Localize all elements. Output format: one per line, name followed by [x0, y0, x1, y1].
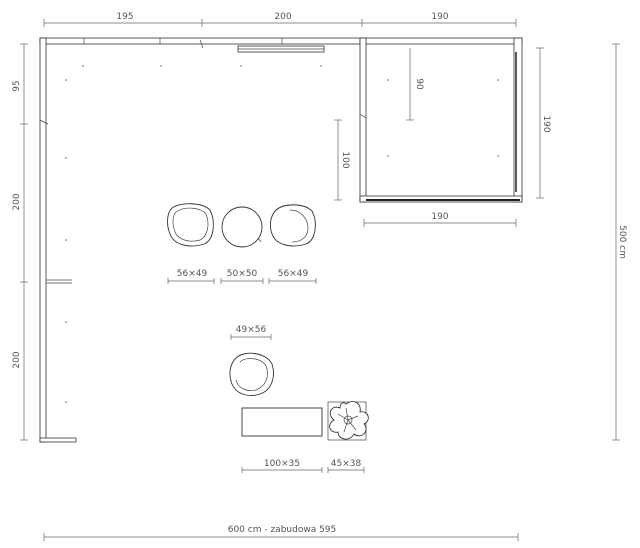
left-wall — [39, 37, 47, 443]
chair-single[interactable] — [229, 352, 274, 396]
bench[interactable] — [241, 407, 323, 437]
dim-stool-center: 50×50 — [227, 269, 258, 279]
room-door-mark — [359, 113, 367, 119]
dimension-lines — [20, 19, 620, 541]
dim-left-middle: 200 — [12, 193, 22, 210]
enclosed-room — [359, 37, 523, 203]
wall-mark — [39, 119, 49, 125]
chair-right[interactable] — [269, 204, 316, 247]
dim-top-left: 195 — [116, 12, 133, 22]
dim-wall-segment: 100 — [340, 151, 350, 168]
dim-bottom-total: 600 cm - zabudowa 595 — [228, 525, 337, 535]
grid-dots — [65, 65, 499, 403]
dim-chair-left: 56×49 — [177, 269, 208, 279]
stool-center[interactable] — [221, 206, 263, 248]
dim-room-bottom: 190 — [431, 212, 448, 222]
dim-bench: 100×35 — [264, 459, 300, 469]
dim-chair-right: 56×49 — [278, 269, 309, 279]
dim-top-right: 190 — [431, 12, 448, 22]
outer-walls — [39, 37, 363, 443]
room-right-wall — [513, 37, 523, 203]
room-top-wall — [359, 37, 523, 45]
dim-left-bottom: 200 — [12, 351, 22, 368]
dim-room-depth: 90 — [414, 78, 424, 90]
room-left-wall — [359, 37, 367, 203]
chair-left[interactable] — [167, 203, 214, 247]
dim-top-middle: 200 — [274, 12, 291, 22]
dim-left-top: 95 — [12, 80, 22, 91]
dimension-labels: 195 200 190 95 200 200 500 cm 600 cm - z… — [12, 12, 627, 535]
dim-chair-single: 49×56 — [236, 325, 267, 335]
dim-right-total: 500 cm — [617, 225, 627, 259]
dim-plant: 45×38 — [331, 459, 362, 469]
plant[interactable] — [327, 401, 369, 441]
bottom-wall-stub — [39, 437, 77, 443]
wall-mark — [199, 39, 204, 49]
dim-room-side: 190 — [541, 115, 551, 132]
